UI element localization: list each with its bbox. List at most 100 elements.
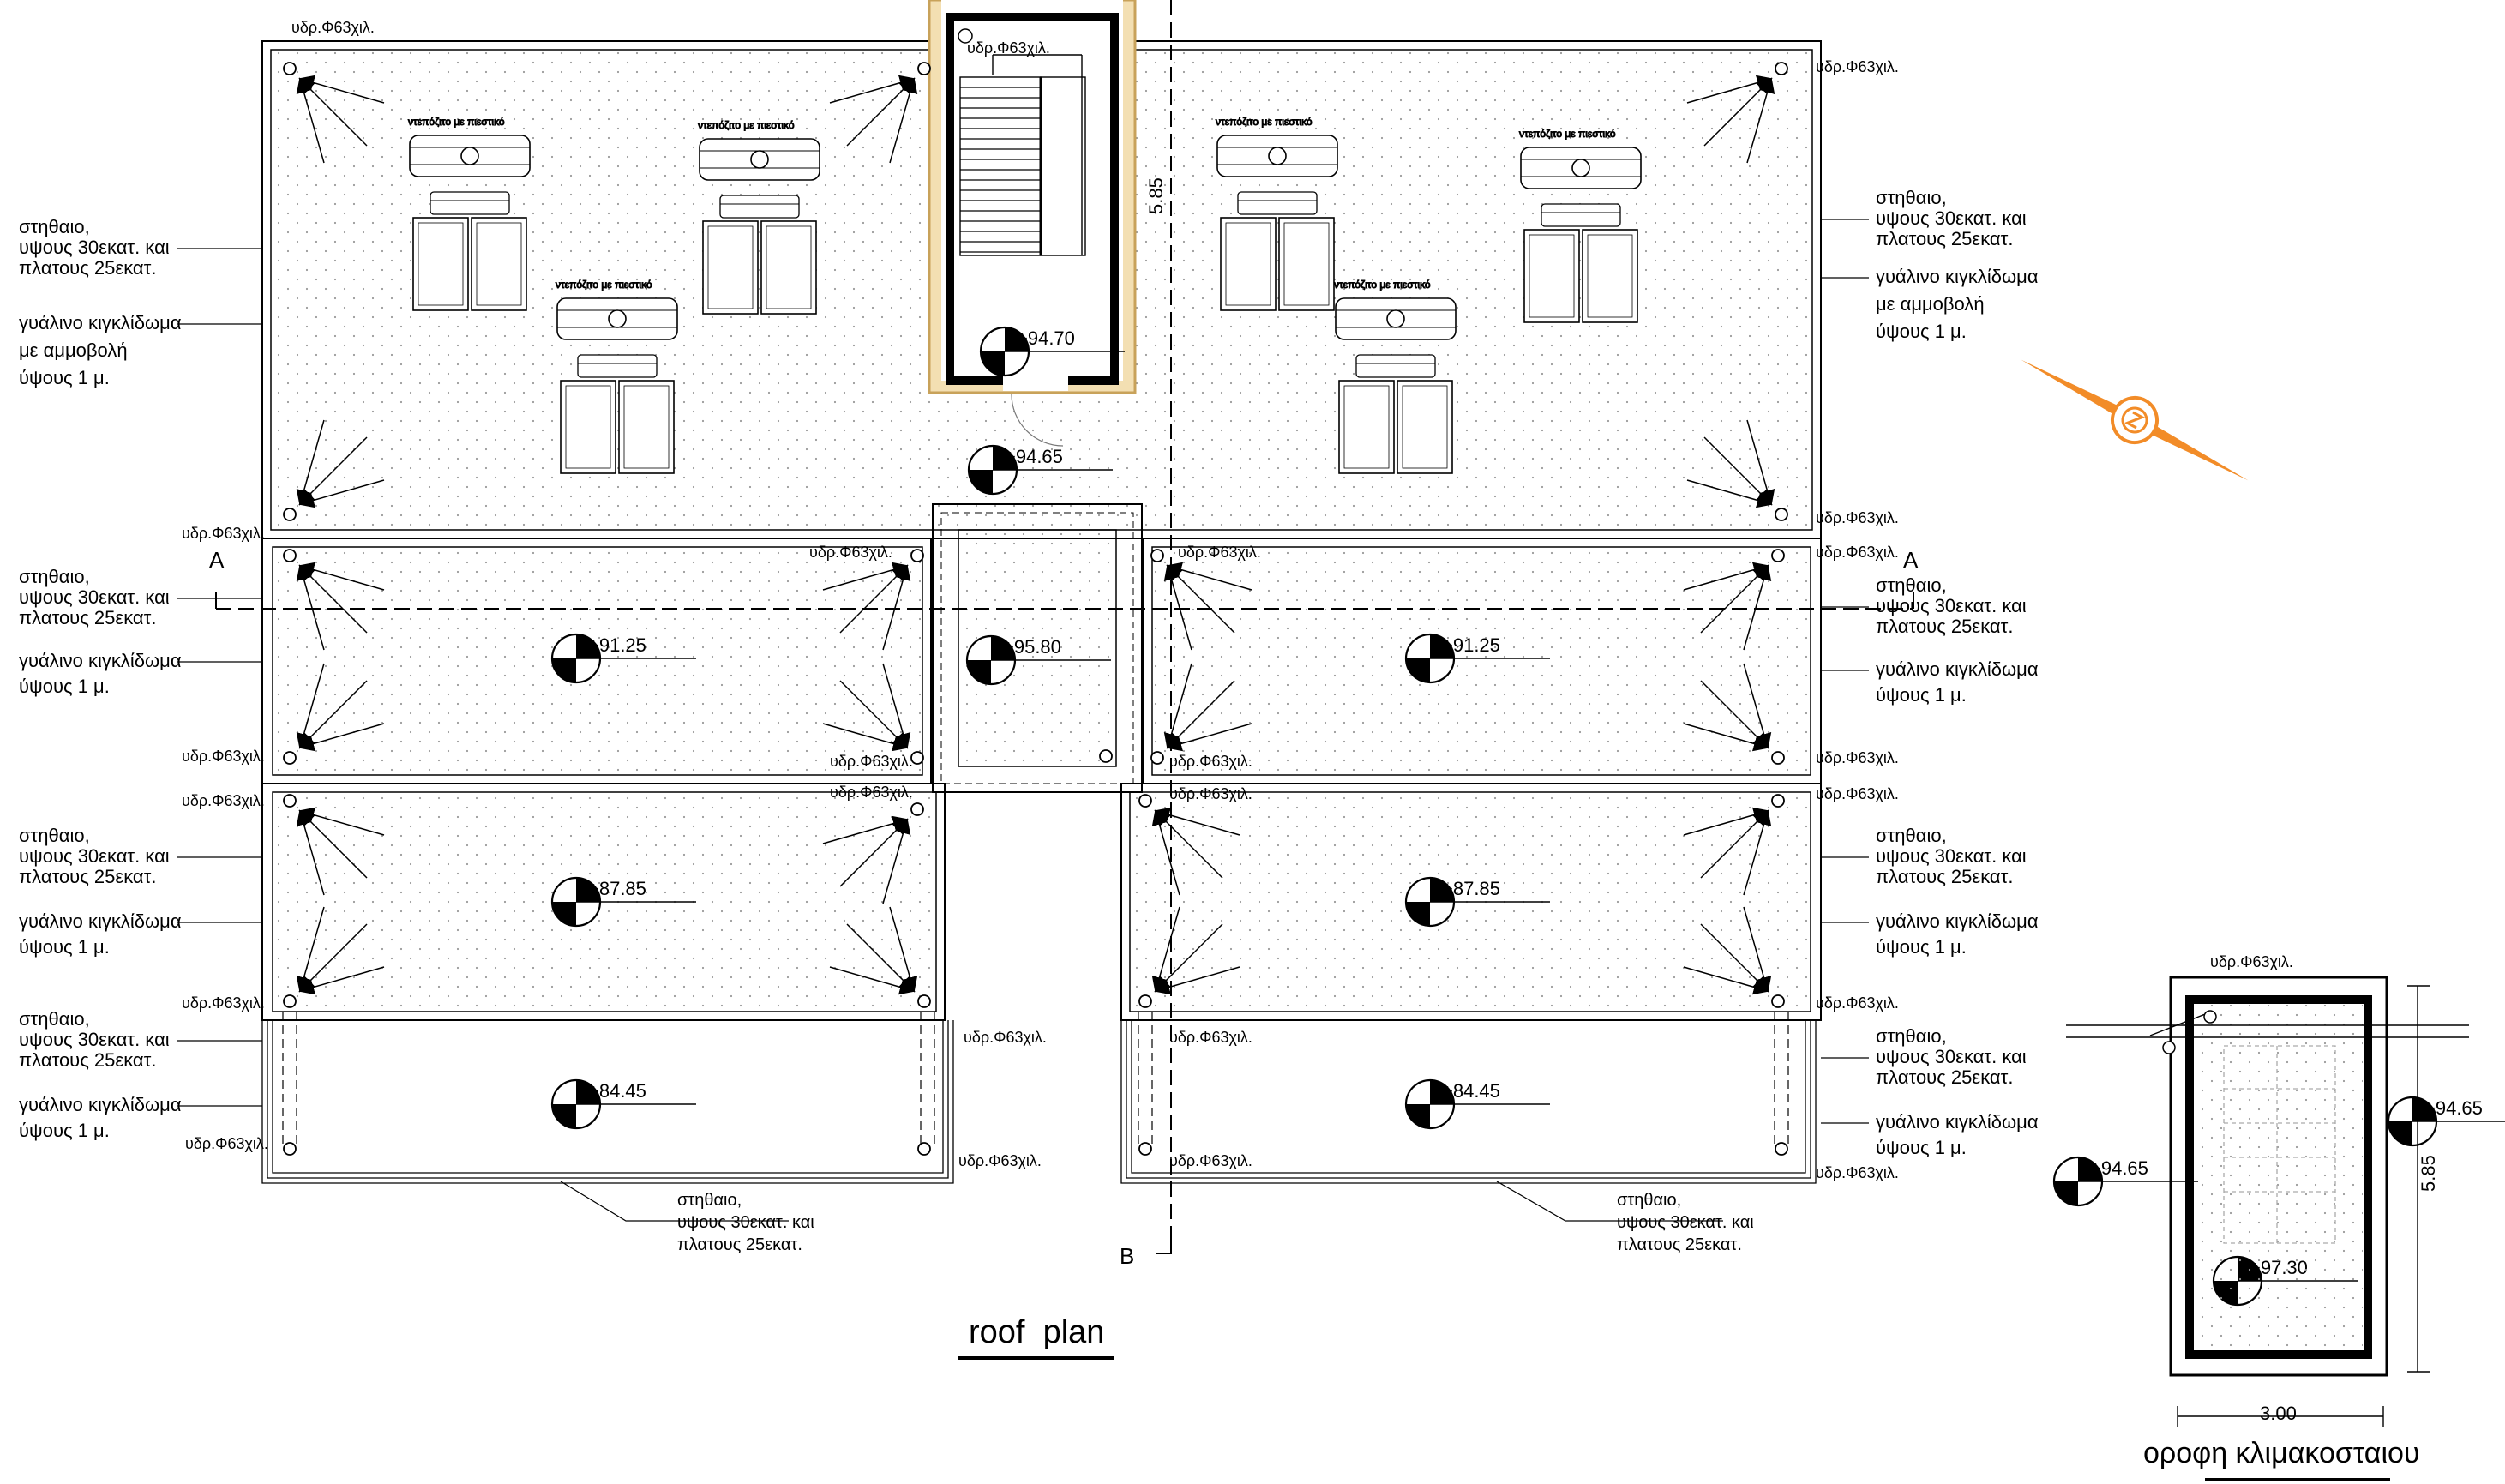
level-markers: +94.70+94.65+95.80+91.25+91.25+87.85+87.… [550,326,2505,1307]
parapet-line-3: πλατους 25εκατ. [1876,616,2013,637]
drain-label: υδρ.Φ63χιλ. [1169,753,1252,770]
slope-arrow-group [829,906,918,995]
drain-icon [1771,794,1785,808]
drain-label: υδρ.Φ63χιλ. [1816,994,1899,1012]
level-marker: +84.45 [1404,1078,1550,1130]
railing-line-3: ύψους 1 μ. [19,936,110,958]
drain-icon [1771,549,1785,562]
drain-label: υδρ.Φ63χιλ. [182,994,265,1012]
drain-label: υδρ.Φ63χιλ. [1169,1152,1252,1169]
level-value: +94.65 [2424,1097,2483,1119]
drain-label: υδρ.Φ63χιλ. [185,1135,268,1152]
railing-line-3: ύψους 1 μ. [1876,936,1967,958]
drain-icon [1150,549,1164,562]
slope-arrows [296,75,1775,995]
parapet-line-3: πλατους 25εκατ. [1876,866,2013,887]
level-marker: +94.65 [2387,1096,2505,1147]
tank-label: ντεπόζιτο με πιεστικό [1519,128,1616,140]
drain-icon [1138,1142,1152,1156]
parapet-line-1: στηθαιο, [1617,1191,1681,1210]
middle-strip-right-outline [1120,783,1822,1021]
middle-strip-left-outline [261,783,946,1021]
tank-label: ντεπόζιτο με πιεστικό [556,279,652,291]
drain-label: υδρ.Φ63χιλ. [830,784,913,801]
water-tank [1216,135,1338,311]
drain-icon [1775,508,1788,521]
drain-label: υδρ.Φ63χιλ. [291,19,375,36]
main-title: roof plan [969,1314,1104,1350]
drain-icon [283,62,297,75]
stair-dimension-label: 5.85 [1145,177,1167,214]
water-tank [1520,147,1642,323]
section-a-right-label: A [1903,547,1919,573]
level-value: +84.45 [1442,1080,1500,1102]
railing-line-1: γυάλινο κιγκλίδωμα [1876,1111,2039,1133]
drain-icon [1771,751,1785,765]
parapet-line-2: υψους 30εκατ. και [1617,1213,1754,1232]
drain-icon [283,794,297,808]
drain-label: υδρ.Φ63χιλ. [1169,1029,1252,1046]
level-marker: +91.25 [1404,633,1550,684]
level-marker: +91.25 [550,633,696,684]
parapet-line-3: πλατους 25εκατ. [19,866,156,887]
slope-arrow-group [1686,419,1775,508]
stairwell [928,0,1137,447]
railing-line-2: με αμμοβολή [19,339,128,361]
drain-label: υδρ.Φ63χιλ. [958,1152,1042,1169]
parapet-line-2: υψους 30εκατ. και [19,586,170,608]
level-marker: +95.80 [965,634,1111,686]
level-marker: +84.45 [550,1078,696,1130]
north-arrow-icon [2021,359,2249,481]
slope-arrow-group [822,815,911,904]
drain-icon [1099,749,1113,763]
drain-label: υδρ.Φ63χιλ. [182,525,265,542]
drain-label: υδρ.Φ63χιλ. [809,544,892,561]
parapet-line-3: πλατους 25εκατ. [1617,1235,1742,1254]
railing-line-3: ύψους 1 μ. [19,676,110,697]
drain-label: υδρ.Φ63χιλ. [830,753,913,770]
parapet-line-3: πλατους 25εκατ. [1876,228,2013,249]
section-line-a [215,592,1914,610]
parapet-line-3: πλατους 25εκατ. [19,607,156,628]
parapet-line-1: στηθαιο, [1876,574,1947,596]
railing-line-2: με αμμοβολή [1876,293,1985,315]
drain-label: υδρ.Φ63χιλ. [182,792,265,809]
parapet-line-2: υψους 30εκατ. και [677,1213,814,1232]
drain-label: υδρ.Φ63χιλ. [1816,749,1899,766]
drain-icon [917,62,931,75]
drain-label: υδρ.Φ63χιλ. [1169,785,1252,802]
slope-arrow-group [1151,906,1240,995]
tank-label: ντεπόζιτο με πιεστικό [698,119,795,131]
railing-line-1: γυάλινο κιγκλίδωμα [19,312,182,333]
parapet-line-3: πλατους 25εκατ. [1876,1066,2013,1088]
parapet-line-1: στηθαιο, [677,1191,742,1210]
slope-arrow-group [296,75,385,164]
drain-label: υδρ.Φ63χιλ. [1816,785,1899,802]
railing-line-1: γυάλινο κιγκλίδωμα [19,1094,182,1115]
drain-icon [910,549,924,562]
parapet-line-2: υψους 30εκατ. και [1876,1046,2027,1067]
drain-icon [917,1142,931,1156]
level-value: +94.65 [2090,1157,2148,1179]
parapet-line-2: υψους 30εκατ. και [1876,207,2027,229]
slope-arrow-group [296,807,385,896]
parapet-line-1: στηθαιο, [1876,825,1947,846]
level-marker: +87.85 [550,876,696,928]
level-marker: +94.65 [967,444,1113,496]
drain-label: υδρ.Φ63χιλ. [1816,509,1899,526]
parapet-line-1: στηθαιο, [1876,187,1947,208]
drain-icon [1150,751,1164,765]
